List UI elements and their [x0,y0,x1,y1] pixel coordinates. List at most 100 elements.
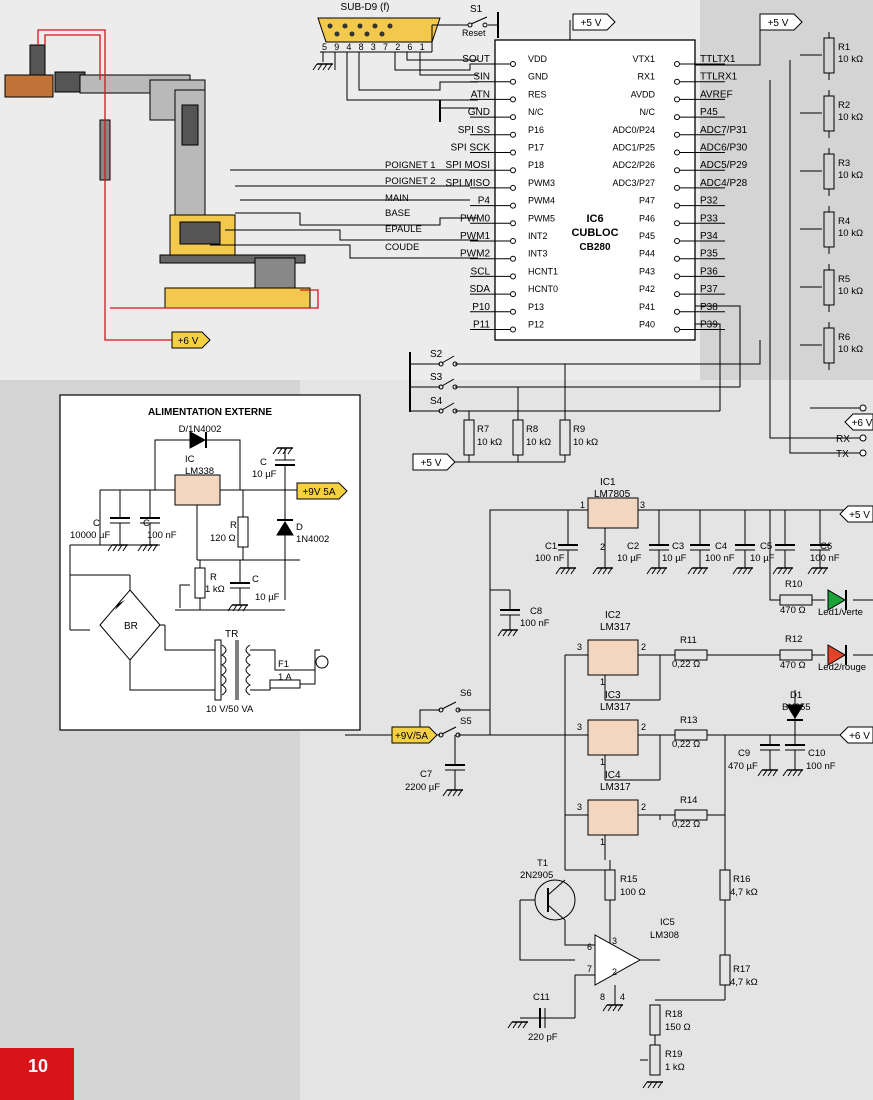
pulldown-ref: R8 [526,424,538,435]
ic6-left-pin: SOUT [462,54,490,65]
ic6-right-pin: P33 [700,213,718,224]
ic6-left-inner: P16 [528,125,544,135]
cap-val: 100 nF [535,553,565,564]
psu-cadj-val: 10 µF [255,592,280,603]
cap-val: 100 nF [810,553,840,564]
reset-switch [431,12,499,52]
ic6-left-pin: SPI SCK [451,143,491,154]
psu-r-ref: R [230,520,237,531]
ic6-right-inner: P45 [639,231,655,241]
psu-cout-val: 10 µF [252,469,277,480]
led-res-val: 470 Ω [780,605,806,616]
lm317-res-ref: R13 [680,715,697,726]
ic5-part: LM308 [650,930,679,941]
psu-diode: D/1N4002 [179,424,222,435]
servo-net-label: COUDE [385,242,419,253]
connector-label: SUB-D9 (f) [341,2,390,13]
ic6-part: CB280 [579,242,611,253]
ic6-left-inner: INT3 [528,249,548,259]
psu-tr: TR [225,629,238,640]
serial-tx: TX [836,449,849,460]
ic6-right-pin: P45 [700,107,718,118]
ic6-ref: IC6 [586,213,603,225]
ic6-right-inner: ADC0/P24 [612,125,655,135]
connector-pin: 3 [371,42,376,52]
ic6-left-pin: PWM2 [460,249,490,260]
c8-ref: C8 [530,606,542,617]
r17-val: 4,7 kΩ [730,977,758,988]
lm317-res-ref: R14 [680,795,697,806]
switch-ref: S2 [430,349,443,360]
pot-value: 10 kΩ [838,344,863,355]
plus5v-tag-switches: +5 V [421,458,442,469]
servo-net-label: POIGNET 2 [385,176,436,187]
lm317-ref: IC2 [605,610,621,621]
plus6v-tag-out: +6 V [849,731,870,742]
pin-num: 1 [600,677,605,687]
lm317-ref: IC3 [605,690,621,701]
pin-num: 1 [600,837,605,847]
servo-net-label: MAIN [385,193,409,204]
pot-ref: R3 [838,158,850,169]
pot-ref: R6 [838,332,850,343]
pot-value: 10 kΩ [838,228,863,239]
pot-ref: R5 [838,274,850,285]
pot-ref: R1 [838,42,850,53]
ic6-left-pin: ATN [471,89,490,100]
plus5v-tag-ic6: +5 V [581,18,602,29]
ic6-right-pin: ADC5/P29 [700,160,748,171]
pin-num: 4 [620,992,625,1002]
ic6-left-pin: P10 [472,302,490,313]
ic6-right-pin: AVREF [700,89,733,100]
ic6-right-pin: P32 [700,196,718,207]
switch-ref: S3 [430,372,443,383]
ic6-right-inner: P43 [639,266,655,276]
cap-ref: C1 [545,541,557,552]
cap-ref: C3 [672,541,684,552]
plus9v-input-tag: +9V/5A [395,731,428,742]
ic6-left-inner: VDD [528,54,548,64]
led-res-ref: R10 [785,579,802,590]
reg5-ref: IC1 [600,477,616,488]
r15-ref: R15 [620,874,637,885]
ic6-right-pin: ADC7/P31 [700,125,748,136]
ic6-left-pin: SDA [469,284,490,295]
ic6-left-inner: P18 [528,160,544,170]
ic6-right-pin: P39 [700,320,718,331]
c11-val: 220 pF [528,1032,558,1043]
ic6-right-inner: ADC3/P27 [612,178,655,188]
ic6-left-pin: SCL [471,266,491,277]
subd9-connector [317,17,441,43]
pin-num: 2 [641,642,646,652]
pin-num: 3 [577,802,582,812]
ic6-left-pin: GND [468,107,490,118]
ic6-left-pin: SPI SS [458,125,491,136]
pot-value: 10 kΩ [838,54,863,65]
s5-ref: S5 [460,716,472,727]
cap-ref: C5 [760,541,772,552]
c9-val: 470 µF [728,761,758,772]
c8-val: 100 nF [520,618,550,629]
pin-num: 3 [612,936,617,946]
pot-value: 10 kΩ [838,170,863,181]
led-res-ref: R12 [785,634,802,645]
ic6-left-inner: RES [528,89,547,99]
leds [827,589,847,666]
power-section [345,497,873,1076]
reg5-part: LM7805 [594,489,631,500]
ic5-ref: IC5 [660,917,675,928]
ic6-left-pin: SPI MISO [446,178,491,189]
ic6-right-pin: P36 [700,266,718,277]
ic6-left-inner: INT2 [528,231,548,241]
ic6-right-inner: RX1 [637,72,655,82]
reg5-pin: 3 [640,500,645,510]
pot-value: 10 kΩ [838,286,863,297]
ic6-left-inner: P12 [528,320,544,330]
reset-ref: S1 [470,4,483,15]
t1-ref: T1 [537,858,548,869]
pin-num: 3 [577,642,582,652]
ic6-left-inner: PWM3 [528,178,555,188]
connector-pin: 2 [395,42,400,52]
d1-part: BY255 [782,702,811,713]
